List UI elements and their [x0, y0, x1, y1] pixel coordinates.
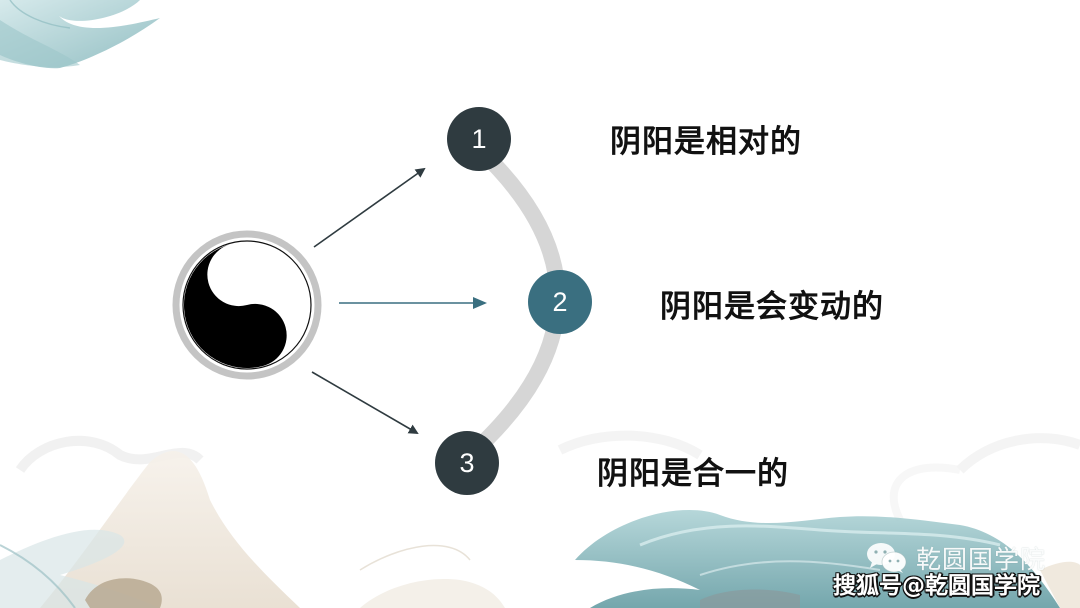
arrow-to-node-1 — [313, 167, 426, 248]
step-node-3: 3 — [435, 431, 499, 495]
wechat-account-name: 乾圆国学院 — [916, 545, 1047, 574]
step-label-1: 阴阳是相对的 — [610, 124, 802, 160]
arrow-to-node-3 — [311, 371, 419, 435]
step-number-3: 3 — [459, 447, 475, 478]
step-node-1: 1 — [447, 107, 511, 171]
step-number-2: 2 — [552, 286, 568, 317]
wechat-watermark: 乾圆国学院 — [866, 540, 1046, 576]
step-number-1: 1 — [471, 123, 487, 154]
step-node-2: 2 — [528, 270, 592, 334]
step-label-2: 阴阳是会变动的 — [660, 289, 884, 325]
step-label-3: 阴阳是合一的 — [597, 456, 789, 492]
sohu-watermark: 搜狐号@乾圆国学院 — [833, 573, 1040, 599]
wechat-icon — [867, 543, 907, 573]
yin-yang-icon — [172, 230, 322, 380]
